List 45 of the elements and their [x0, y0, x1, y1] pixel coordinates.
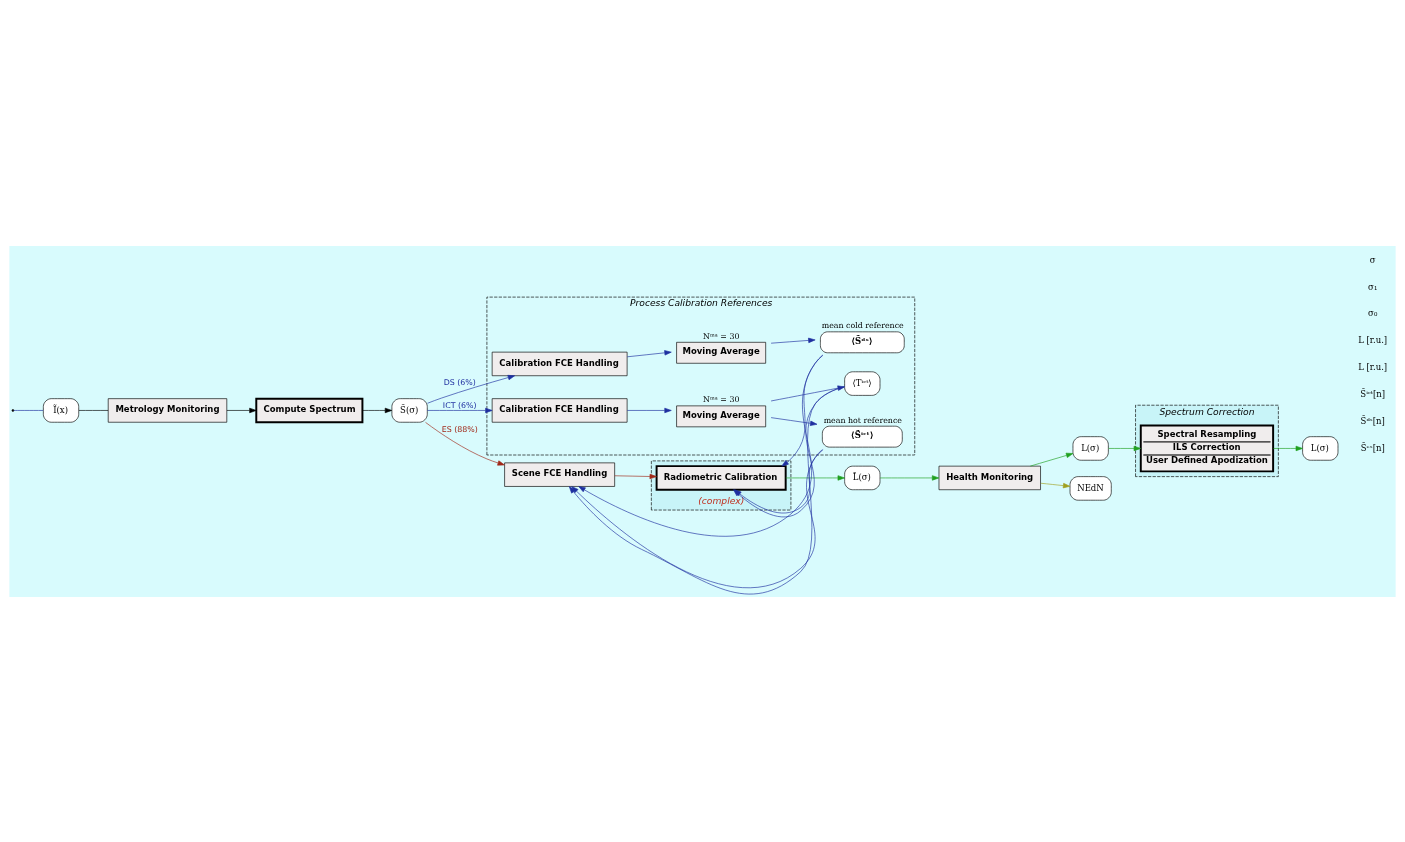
- connector: [13, 409, 44, 411]
- label: S̃ⁱᶜᵗ[n]: [1360, 388, 1386, 399]
- arrow: [226, 407, 257, 413]
- node-box: Health Monitoring: [938, 465, 1041, 490]
- arrow: [614, 473, 657, 479]
- node-box: NEdN: [1069, 475, 1112, 501]
- arrow: [425, 421, 505, 466]
- arrow: [578, 354, 823, 537]
- label: S̃ᵈˢ[n]: [1360, 415, 1385, 426]
- label: L [r.u.]: [1358, 361, 1388, 372]
- arrow: [770, 337, 816, 344]
- node-box: Scene FCE Handling: [504, 462, 615, 487]
- node-box: Ĩ(x): [43, 397, 80, 423]
- node-box: L(σ): [1072, 435, 1109, 461]
- node-box: Metrology Monitoring: [107, 397, 228, 423]
- arrow: [427, 374, 515, 404]
- node-box: Spectral Resampling ILS Correction User Defined Apodization: [1139, 424, 1275, 472]
- arrow: [1030, 452, 1074, 466]
- node-label: (complex): [698, 494, 745, 506]
- label: σ₁: [1368, 281, 1378, 291]
- connector: [78, 409, 109, 411]
- node-box: Compute Spectrum: [255, 397, 364, 423]
- arrow: [362, 407, 393, 413]
- arrow: [785, 474, 845, 481]
- node-box: Radiometric Calibration: [655, 464, 787, 491]
- arrow: [770, 416, 818, 426]
- arrow: [427, 407, 493, 413]
- node-box: Calibration FCE Handling: [491, 397, 628, 423]
- node-box: Calibration FCE Handling: [491, 351, 628, 376]
- arrow: [781, 354, 824, 466]
- arrow: [770, 385, 845, 401]
- arrow: [1273, 445, 1303, 451]
- label: σ₀: [1368, 307, 1378, 318]
- label: S̃ᵉˢ[n]: [1360, 442, 1385, 453]
- label: σ: [1369, 254, 1376, 265]
- node-box: ⟨Tⁱᶜᵗ⟩: [844, 370, 881, 396]
- node-box: L(σ): [1302, 435, 1339, 461]
- arrow: [626, 349, 672, 357]
- label: L [r.u.]: [1358, 334, 1388, 345]
- node-box: S̃(σ): [391, 397, 428, 423]
- arrow: [626, 407, 672, 413]
- arrow: [1108, 445, 1141, 451]
- node-box: L̃(σ): [844, 465, 881, 490]
- arrow: [879, 474, 940, 481]
- arrow: [1040, 482, 1071, 488]
